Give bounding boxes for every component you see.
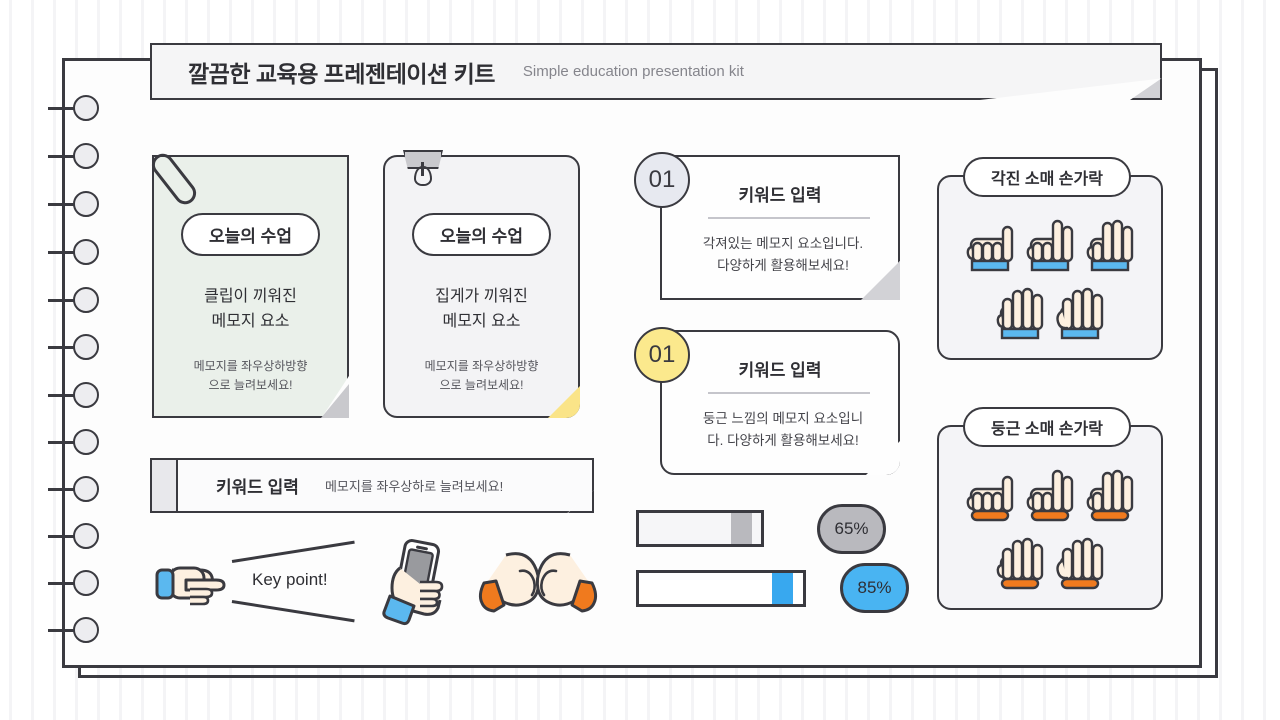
memo-card-clip[interactable]: 오늘의 수업 클립이 끼워진 메모지 요소 메모지를 좌우상하방향 으로 늘려보… bbox=[152, 155, 349, 418]
hand-count-3-icon bbox=[1085, 463, 1135, 525]
binder-ring bbox=[73, 523, 99, 549]
callout-body: 둥근 느낌의 메모지 요소입니 다. 다양하게 활용해보세요! bbox=[690, 408, 876, 453]
binder-ring-line bbox=[48, 346, 76, 349]
binder-ring-line bbox=[48, 251, 76, 254]
binder-ring bbox=[73, 429, 99, 455]
callout-card-rounded[interactable]: 키워드 입력 둥근 느낌의 메모지 요소입니 다. 다양하게 활용해보세요! bbox=[660, 330, 900, 475]
memo-card-title: 집게가 끼워진 메모지 요소 bbox=[435, 285, 528, 335]
banner-keyword: 키워드 입력 bbox=[216, 478, 299, 497]
page-title-ko: 깔끔한 교육용 프레젠테이션 키트 bbox=[188, 60, 495, 87]
binder-ring bbox=[73, 191, 99, 217]
banner-text: 메모지를 좌우상하로 늘려보세요! bbox=[324, 479, 504, 494]
progress-cuff-blue bbox=[772, 570, 793, 607]
memo-sub-line2: 으로 늘려보세요! bbox=[439, 377, 524, 392]
memo-card-pill: 오늘의 수업 bbox=[181, 213, 320, 256]
binder-ring bbox=[73, 143, 99, 169]
binder-ring-line bbox=[48, 394, 76, 397]
callout-body-line2: 다양하게 활용해보세요! bbox=[717, 258, 849, 274]
page-title-en: Simple education presentation kit bbox=[522, 63, 744, 80]
title-bar bbox=[150, 43, 1162, 100]
banner-tab-icon bbox=[152, 460, 178, 511]
memo-title-line1: 집게가 끼워진 bbox=[435, 288, 528, 305]
hand-panel-label-round: 둥근 소매 손가락 bbox=[963, 407, 1131, 447]
binder-clip-loop-icon bbox=[414, 166, 432, 186]
hand-count-2-icon bbox=[1025, 213, 1075, 275]
binder-ring bbox=[73, 617, 99, 643]
hand-count-3-icon bbox=[1085, 213, 1135, 275]
hand-panel-label-square: 각진 소매 손가락 bbox=[963, 157, 1131, 197]
binder-ring bbox=[73, 334, 99, 360]
hand-grid-square-cuff bbox=[963, 213, 1137, 343]
callout-badge-01: 01 bbox=[634, 327, 690, 383]
pointing-hand-icon bbox=[150, 548, 236, 619]
hand-count-5-icon bbox=[1055, 281, 1105, 343]
callout-divider bbox=[708, 217, 870, 219]
binder-ring-line bbox=[48, 488, 76, 491]
memo-title-line1: 클립이 끼워진 bbox=[204, 288, 297, 305]
progress-percent-85: 85% bbox=[840, 563, 909, 613]
progress-cuff-gray bbox=[731, 510, 752, 547]
hand-count-4-icon bbox=[995, 531, 1045, 593]
hand-grid-round-cuff bbox=[963, 463, 1137, 593]
binder-ring-line bbox=[48, 535, 76, 538]
progress-percent-65: 65% bbox=[817, 504, 886, 554]
keypoint-label: Key point! bbox=[252, 570, 328, 589]
binder-ring-line bbox=[48, 582, 76, 585]
binder-ring-line bbox=[48, 299, 76, 302]
binder-ring bbox=[73, 570, 99, 596]
callout-badge-01: 01 bbox=[634, 152, 690, 208]
title-bar-content: 깔끔한 교육용 프레젠테이션 키트 Simple education prese… bbox=[150, 43, 1162, 100]
memo-card-pill: 오늘의 수업 bbox=[412, 213, 551, 256]
binder-ring bbox=[73, 382, 99, 408]
keyword-banner[interactable]: 키워드 입력 메모지를 좌우상하로 늘려보세요! bbox=[150, 458, 594, 513]
callout-card-square[interactable]: 키워드 입력 각져있는 메모지 요소입니다. 다양하게 활용해보세요! bbox=[660, 155, 900, 300]
memo-card-clamp[interactable]: 오늘의 수업 집게가 끼워진 메모지 요소 메모지를 좌우상하방향 으로 늘려보… bbox=[383, 155, 580, 418]
memo-card-subtitle: 메모지를 좌우상하방향 으로 늘려보세요! bbox=[194, 357, 308, 395]
binder-ring bbox=[73, 287, 99, 313]
phone-in-hand-icon bbox=[376, 538, 456, 635]
callout-body: 각져있는 메모지 요소입니다. 다양하게 활용해보세요! bbox=[690, 233, 876, 278]
hand-count-1-icon bbox=[965, 213, 1015, 275]
callout-divider bbox=[708, 392, 870, 394]
callout-body-line1: 각져있는 메모지 요소입니다. bbox=[702, 236, 864, 251]
memo-sub-line2: 으로 늘려보세요! bbox=[208, 377, 293, 392]
hand-count-1-icon bbox=[965, 463, 1015, 525]
binder-ring-line bbox=[48, 203, 76, 206]
memo-sub-line1: 메모지를 좌우상하방향 bbox=[193, 358, 308, 373]
memo-sub-line1: 메모지를 좌우상하방향 bbox=[424, 358, 539, 373]
callout-title: 키워드 입력 bbox=[738, 361, 822, 380]
hand-count-2-icon bbox=[1025, 463, 1075, 525]
heart-hands-icon bbox=[470, 545, 606, 626]
binder-ring bbox=[73, 239, 99, 265]
memo-title-line2: 메모지 요소 bbox=[442, 312, 521, 330]
binder-ring-line bbox=[48, 155, 76, 158]
binder-ring bbox=[73, 95, 99, 121]
memo-title-line2: 메모지 요소 bbox=[211, 312, 290, 330]
memo-card-title: 클립이 끼워진 메모지 요소 bbox=[204, 285, 297, 335]
binder-ring-line bbox=[48, 441, 76, 444]
binder-ring-line bbox=[48, 107, 76, 110]
callout-body-line2: 다. 다양하게 활용해보세요! bbox=[707, 433, 859, 449]
hand-count-5-icon bbox=[1055, 531, 1105, 593]
binder-ring-line bbox=[48, 629, 76, 632]
memo-card-subtitle: 메모지를 좌우상하방향 으로 늘려보세요! bbox=[425, 357, 539, 395]
binder-ring bbox=[73, 476, 99, 502]
hand-count-4-icon bbox=[995, 281, 1045, 343]
callout-body-line1: 둥근 느낌의 메모지 요소입니 bbox=[702, 411, 864, 426]
callout-title: 키워드 입력 bbox=[738, 186, 822, 205]
